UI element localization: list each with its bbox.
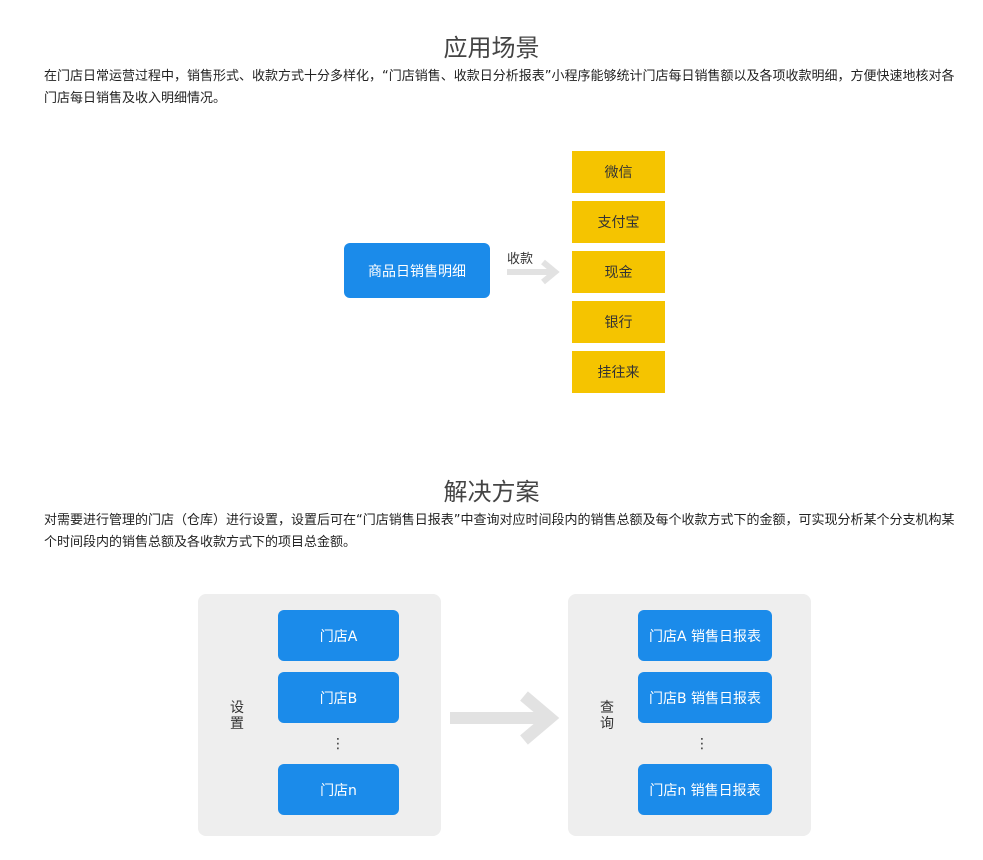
store-n-report-box: 门店n 销售日报表 [638, 764, 772, 815]
query-label: 查询 [600, 700, 614, 732]
flow-arrow-icon [450, 691, 560, 745]
store-a-box: 门店A [278, 610, 399, 661]
collection-arrow-icon [507, 259, 560, 285]
store-b-report-box: 门店B 销售日报表 [638, 672, 772, 723]
payment-method-wechat: 微信 [572, 151, 665, 193]
solution-title: 解决方案 [443, 478, 540, 506]
left-ellipsis: ⋮ [331, 736, 345, 752]
payment-method-cash: 现金 [572, 251, 665, 293]
store-a-report-box: 门店A 销售日报表 [638, 610, 772, 661]
solution-description: 对需要进行管理的门店（仓库）进行设置，设置后可在“门店销售日报表”中查询对应时间… [44, 513, 955, 550]
settings-label: 设置 [230, 700, 244, 732]
payment-method-bank: 银行 [572, 301, 665, 343]
scenario-description: 在门店日常运营过程中，销售形式、收款方式十分多样化，“门店销售、收款日分析报表”… [44, 69, 955, 106]
scenario-title: 应用场景 [443, 34, 540, 62]
collection-arrow-label: 收款 [507, 252, 534, 267]
payment-method-alipay: 支付宝 [572, 201, 665, 243]
right-ellipsis: ⋮ [695, 736, 709, 752]
payment-method-account: 挂往来 [572, 351, 665, 393]
store-b-box: 门店B [278, 672, 399, 723]
store-n-box: 门店n [278, 764, 399, 815]
sales-detail-box: 商品日销售明细 [344, 243, 490, 298]
